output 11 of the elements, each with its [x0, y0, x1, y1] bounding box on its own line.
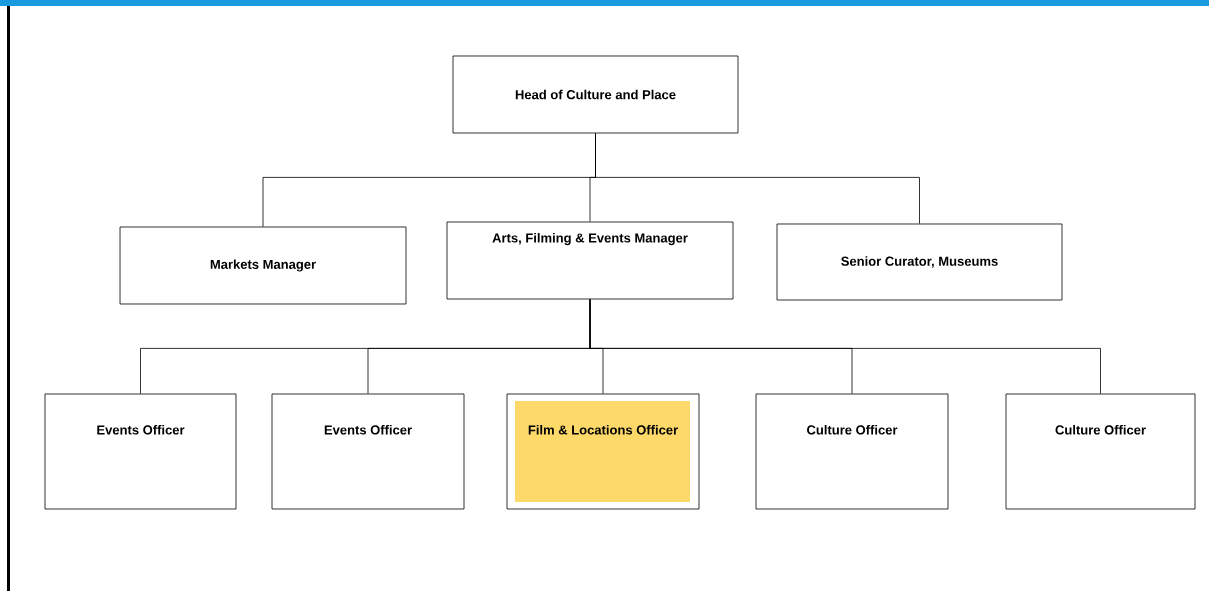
connector-line	[589, 299, 1101, 394]
role-box: Culture Officer	[1005, 393, 1196, 510]
role-box: Arts, Filming & Events Manager	[446, 221, 734, 300]
role-box: Head of Culture and Place	[452, 55, 739, 134]
role-box: Film & Locations Officer	[506, 393, 700, 510]
role-box: Events Officer	[271, 393, 465, 510]
role-box: Markets Manager	[119, 226, 407, 305]
role-box: Culture Officer	[755, 393, 949, 510]
role-box: Senior Curator, Museums	[776, 223, 1063, 301]
connector-line	[595, 133, 920, 224]
role-box: Events Officer	[44, 393, 237, 510]
